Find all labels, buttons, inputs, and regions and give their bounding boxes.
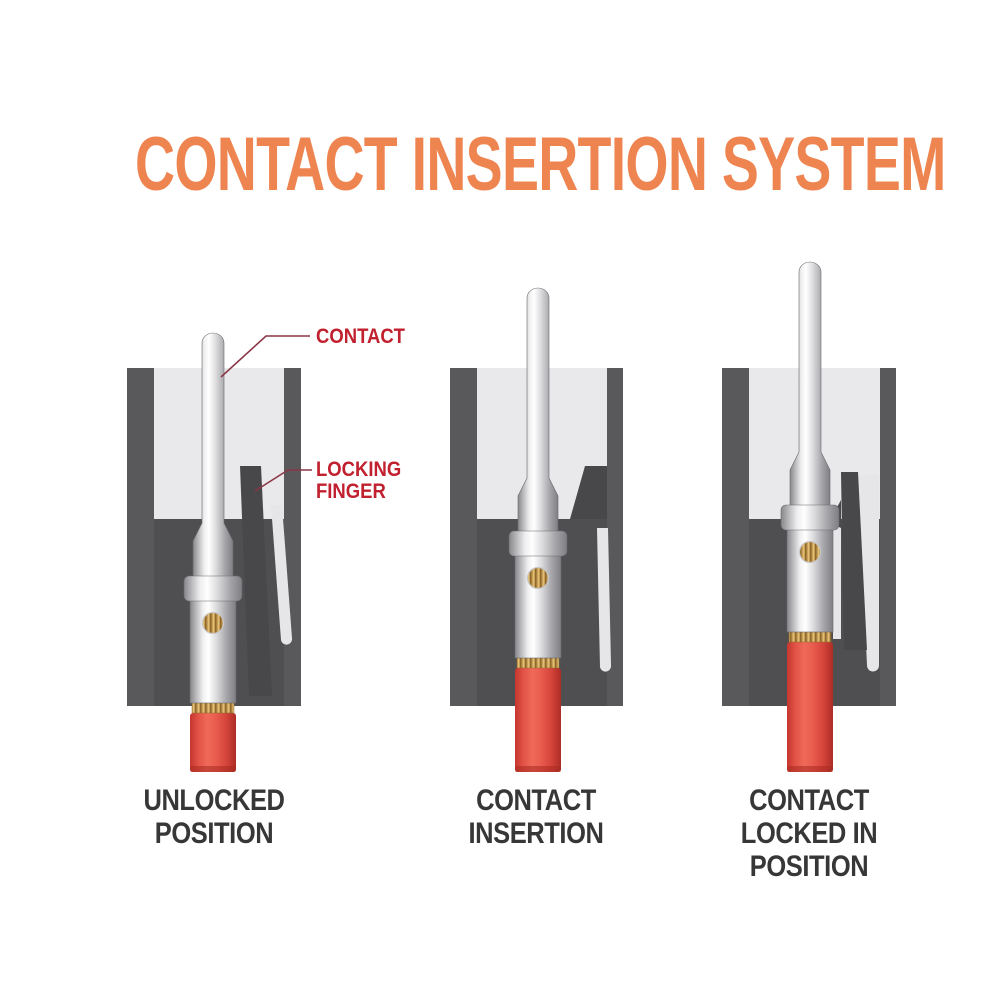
locking-finger-slot bbox=[858, 475, 879, 672]
locking-finger-label-line1: LOCKING bbox=[316, 458, 402, 481]
panel-locked bbox=[722, 261, 896, 772]
locking-finger-slot bbox=[271, 505, 293, 645]
inspection-hole bbox=[798, 540, 822, 564]
contact-body bbox=[189, 582, 237, 704]
contact-leader-line bbox=[220, 335, 310, 378]
locking-finger bbox=[841, 472, 867, 650]
red-wire bbox=[190, 713, 236, 772]
locking-finger-slot bbox=[597, 528, 612, 672]
locking-finger bbox=[240, 466, 272, 696]
finger-gap bbox=[833, 519, 841, 639]
locking-finger-leader-line bbox=[254, 469, 312, 492]
contact-collar bbox=[508, 530, 568, 557]
panel-insertion bbox=[450, 287, 623, 772]
locking-finger-label: LOCKING FINGER bbox=[316, 459, 401, 503]
wire-end-shadow bbox=[787, 766, 833, 772]
wire-end-shadow bbox=[190, 766, 236, 772]
contact-label: CONTACT bbox=[316, 325, 405, 348]
locking-finger-label-line2: FINGER bbox=[316, 480, 386, 503]
wire-end-shadow bbox=[515, 766, 561, 772]
caption-unlocked-position: UNLOCKED POSITION bbox=[143, 784, 285, 850]
red-wire bbox=[787, 642, 833, 772]
panel-unlocked bbox=[127, 332, 301, 772]
page-title: CONTACT INSERTION SYSTEM bbox=[135, 122, 946, 207]
inspection-hole bbox=[201, 611, 225, 635]
contact-body bbox=[786, 511, 834, 633]
red-wire bbox=[515, 668, 561, 772]
caption-contact-insertion: CONTACT INSERTION bbox=[468, 784, 604, 850]
contact-collar bbox=[780, 504, 840, 531]
inspection-hole bbox=[526, 566, 550, 590]
caption-contact-locked: CONTACT LOCKED IN POSITION bbox=[740, 784, 878, 883]
locking-finger bbox=[570, 466, 607, 519]
contact-collar bbox=[183, 575, 243, 602]
